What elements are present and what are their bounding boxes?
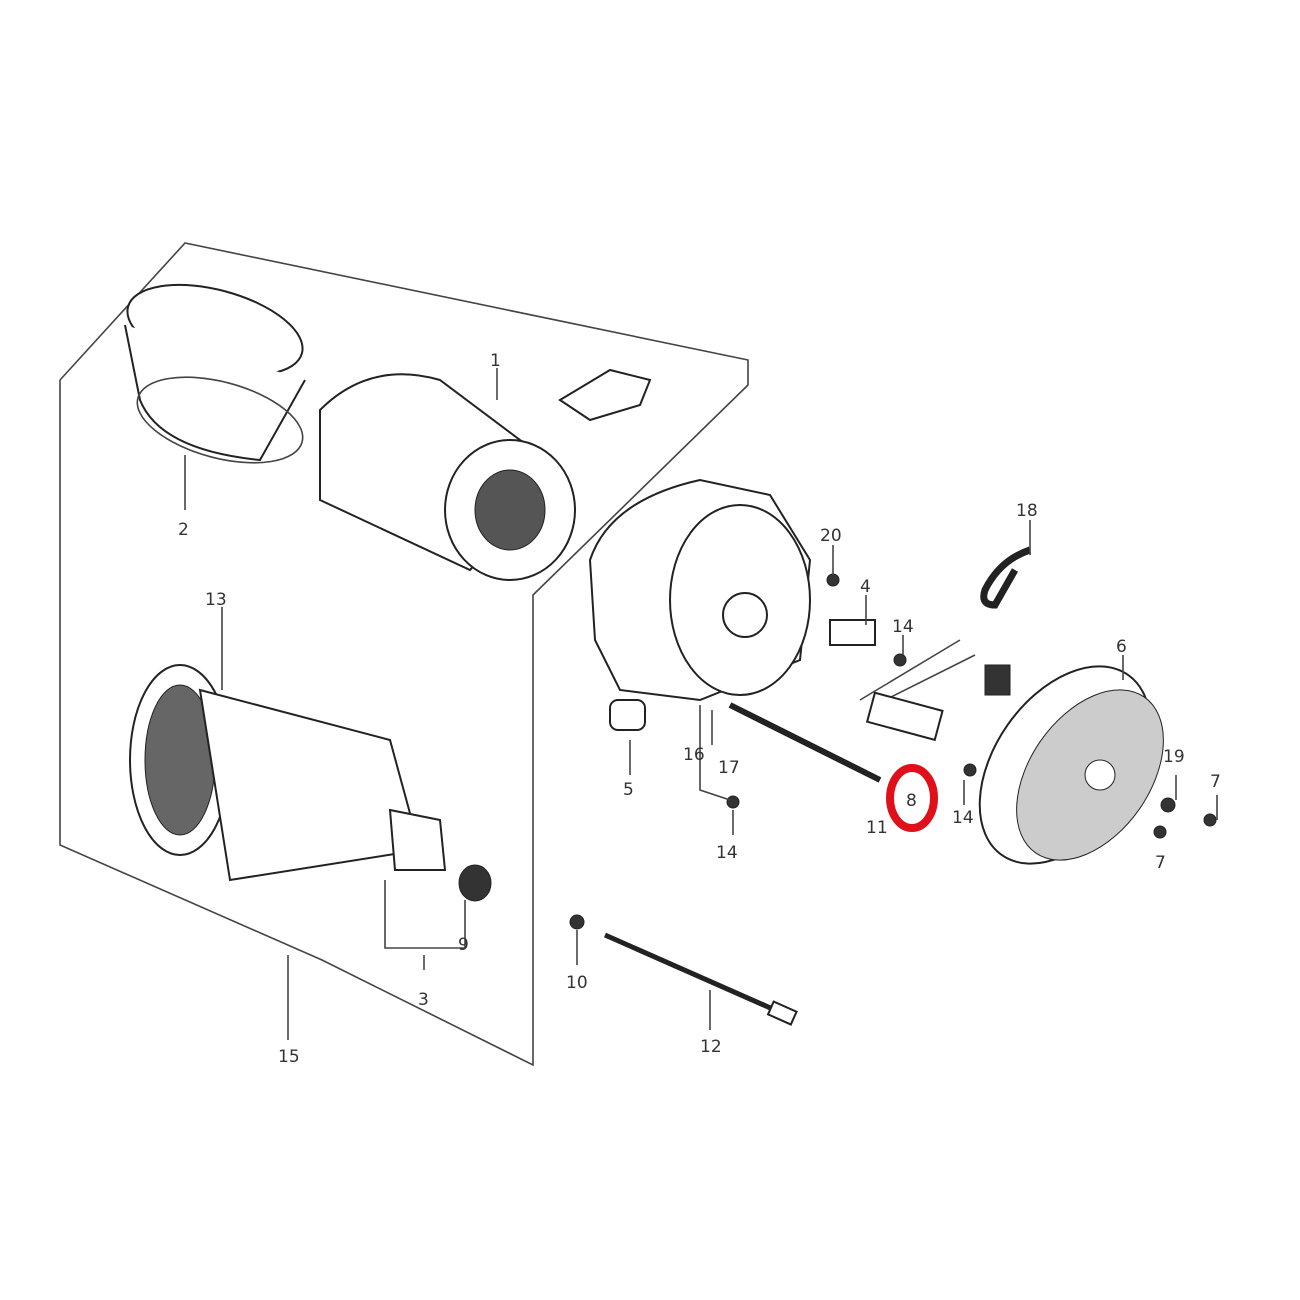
- label-1: 1: [490, 351, 501, 371]
- label-7-a: 7: [1210, 772, 1221, 792]
- label-6: 6: [1116, 637, 1127, 657]
- label-4: 4: [860, 577, 871, 597]
- part-6-cover: [978, 665, 1164, 865]
- label-7-b: 7: [1155, 853, 1166, 873]
- part-7-screw: [1153, 825, 1167, 839]
- regulator: [859, 639, 1011, 742]
- label-9: 9: [458, 935, 469, 955]
- part-1-stator: [319, 368, 652, 581]
- label-14-a: 14: [716, 843, 738, 863]
- label-15: 15: [278, 1047, 300, 1067]
- part-9-bearing: [458, 864, 492, 902]
- label-19: 19: [1163, 747, 1185, 767]
- part-18-clip: [980, 546, 1032, 609]
- label-13: 13: [205, 590, 227, 610]
- label-10: 10: [566, 973, 588, 993]
- assembly-boundary: [59, 242, 749, 1067]
- part-13-rotor: [129, 664, 447, 882]
- part-20-nut: [826, 573, 840, 587]
- part-2-band: [124, 283, 306, 464]
- highlight-ring: [886, 764, 938, 832]
- part-14-bolt: [726, 795, 740, 809]
- label-18: 18: [1016, 501, 1038, 521]
- part-10-nut: [569, 914, 585, 930]
- leader-lines: [184, 368, 1218, 1040]
- label-14-b: 14: [952, 808, 974, 828]
- label-3: 3: [418, 990, 429, 1010]
- label-5: 5: [623, 780, 634, 800]
- label-11: 11: [866, 818, 888, 838]
- label-16: 16: [683, 745, 705, 765]
- housing: [588, 478, 812, 731]
- label-8: 8: [906, 791, 917, 811]
- label-12: 12: [700, 1037, 722, 1057]
- part-12-bolt: [603, 932, 798, 1026]
- part-4-brush-holder: [829, 619, 876, 646]
- part-14-bolt: [963, 763, 977, 777]
- label-2: 2: [178, 520, 189, 540]
- label-14-c: 14: [892, 617, 914, 637]
- part-19-nut: [1160, 797, 1176, 813]
- through-bolt: [728, 702, 882, 783]
- part-14-bolt: [893, 653, 907, 667]
- label-20: 20: [820, 526, 842, 546]
- label-17: 17: [718, 758, 740, 778]
- part-7-screw: [1203, 813, 1217, 827]
